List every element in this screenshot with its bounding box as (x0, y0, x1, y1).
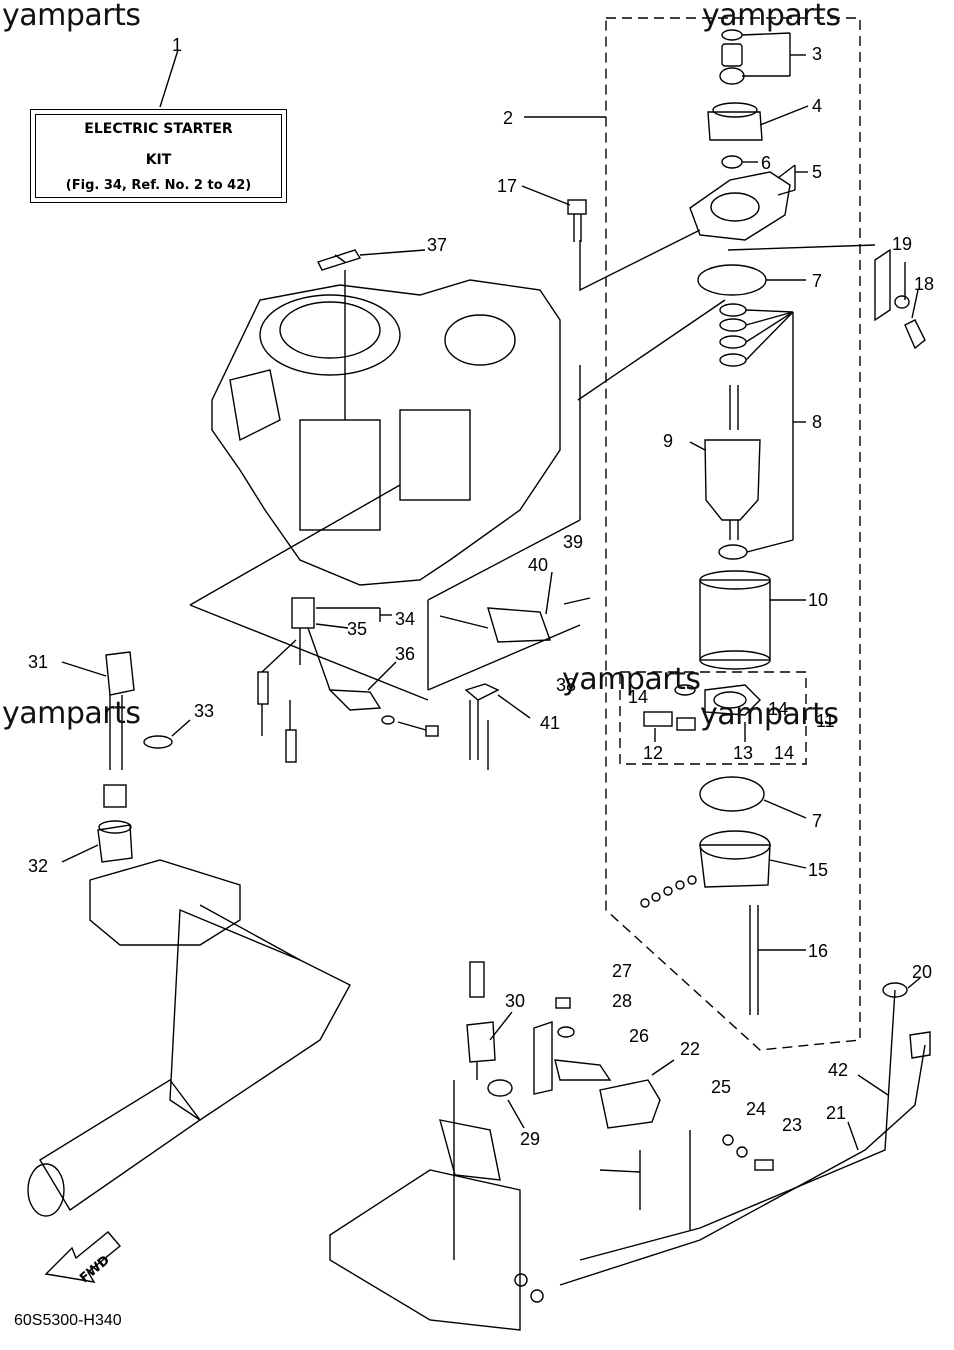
callout-16: 16 (808, 941, 829, 961)
kit-label-inner: ELECTRIC STARTER KIT (Fig. 34, Ref. No. … (35, 114, 282, 198)
callout-24: 24 (746, 1099, 767, 1119)
callout-1: 1 (172, 35, 183, 55)
callout-28: 28 (612, 991, 633, 1011)
callout-39: 39 (563, 532, 584, 552)
brush-kit-dashed-box (619, 671, 807, 765)
callout-3: 3 (812, 44, 823, 64)
callout-27: 27 (612, 961, 633, 981)
watermark-middle-center: yamparts (562, 662, 701, 697)
callout-6: 6 (761, 153, 772, 173)
callout-29: 29 (520, 1129, 541, 1149)
callout-31: 31 (28, 652, 49, 672)
callout-7-bottom: 7 (812, 811, 823, 831)
callout-9: 9 (663, 431, 674, 451)
kit-reference: (Fig. 34, Ref. No. 2 to 42) (65, 178, 252, 193)
callout-17: 17 (497, 176, 518, 196)
callout-36: 36 (395, 644, 416, 664)
callout-10: 10 (808, 590, 829, 610)
callout-34: 34 (395, 609, 416, 629)
watermark-top-right: yamparts (702, 0, 841, 33)
callout-22: 22 (680, 1039, 701, 1059)
kit-title-line1: ELECTRIC STARTER (84, 121, 233, 137)
kit-title-line2: KIT (145, 152, 172, 168)
callout-2: 2 (503, 108, 514, 128)
kit-label-box: ELECTRIC STARTER KIT (Fig. 34, Ref. No. … (30, 109, 287, 203)
callout-11: 11 (816, 711, 835, 731)
callout-13: 13 (733, 743, 754, 763)
drawing-code: 60S5300-H340 (14, 1312, 122, 1329)
callout-21: 21 (826, 1103, 847, 1123)
callout-14-bottom: 14 (774, 743, 795, 763)
callout-5: 5 (812, 162, 823, 182)
watermark-middle-right: yamparts (700, 697, 839, 732)
callout-15: 15 (808, 860, 829, 880)
callout-14-left: 14 (628, 687, 649, 707)
callout-23: 23 (782, 1115, 803, 1135)
kit-dashed-boundary (605, 17, 861, 1051)
callout-14-right: 14 (768, 699, 789, 719)
callout-41: 41 (540, 713, 561, 733)
callout-37: 37 (427, 235, 448, 255)
callout-20: 20 (912, 962, 933, 982)
callout-7-top: 7 (812, 271, 823, 291)
callout-40: 40 (528, 555, 549, 575)
watermark-middle-left: yamparts (2, 696, 141, 731)
callout-38: 38 (556, 675, 577, 695)
callout-33: 33 (194, 701, 215, 721)
watermark-top-left: yamparts (2, 0, 141, 33)
callout-42: 42 (828, 1060, 849, 1080)
callout-35: 35 (347, 619, 368, 639)
callout-18: 18 (914, 274, 935, 294)
callout-12: 12 (643, 743, 664, 763)
callout-32: 32 (28, 856, 49, 876)
callout-8: 8 (812, 412, 823, 432)
callout-25: 25 (711, 1077, 732, 1097)
callout-30: 30 (505, 991, 526, 1011)
callout-4: 4 (812, 96, 823, 116)
callout-19: 19 (892, 234, 913, 254)
callout-26: 26 (629, 1026, 650, 1046)
